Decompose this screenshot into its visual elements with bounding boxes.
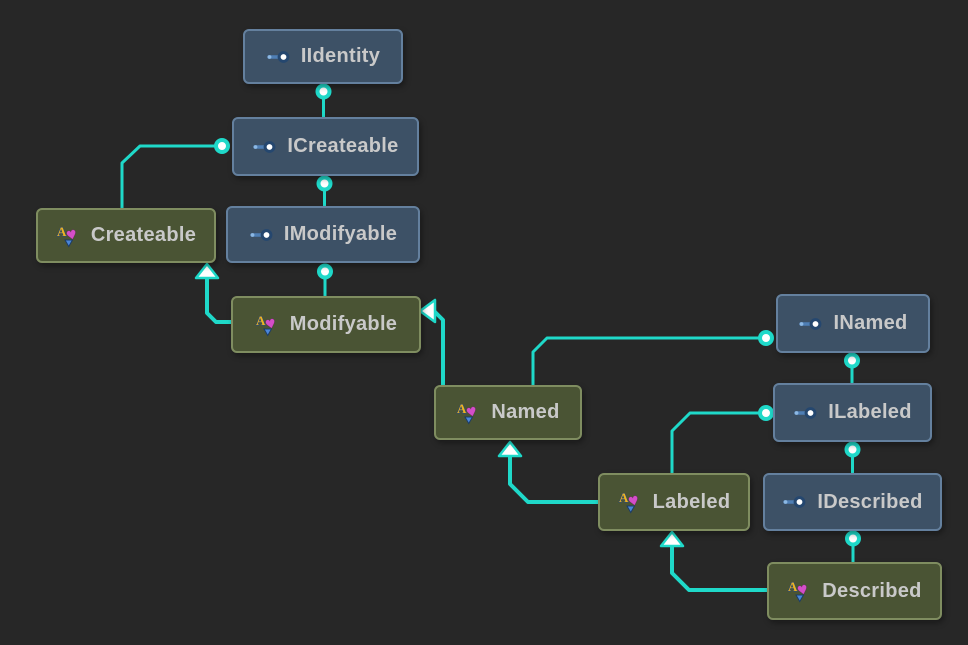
class-icon: A♥: [255, 312, 281, 338]
edge-createable-icreateable: [120, 144, 222, 208]
svg-text:♥: ♥: [626, 493, 640, 509]
node-label: INamed: [833, 312, 908, 334]
port-icreateable-left: [214, 138, 230, 154]
node-label: Modifyable: [289, 313, 398, 335]
interface-icon: [782, 494, 808, 510]
interface-icon: [249, 227, 275, 243]
port-inamed-bottom: [844, 352, 860, 369]
node-idescribed[interactable]: IDescribed: [763, 473, 942, 531]
node-label: IModifyable: [283, 223, 398, 245]
arrowhead-to-named: [497, 440, 523, 458]
node-labeled[interactable]: A♥ Labeled: [598, 473, 750, 531]
port-idescribed-bottom: [845, 530, 861, 547]
svg-text:♥: ♥: [465, 403, 479, 419]
node-modifyable[interactable]: A♥ Modifyable: [231, 296, 421, 353]
port-ilabeled-left: [758, 405, 774, 421]
class-icon: A♥: [56, 223, 82, 249]
arrowhead-to-labeled: [659, 530, 685, 548]
node-iidentity[interactable]: IIdentity: [243, 29, 403, 84]
arrowhead-to-modifyable: [418, 298, 437, 324]
node-label: Described: [822, 579, 922, 602]
class-icon: A♥: [787, 578, 813, 604]
node-named[interactable]: A♥ Named: [434, 385, 582, 440]
node-label: Labeled: [652, 490, 731, 513]
interface-icon: [266, 49, 292, 65]
node-label: Createable: [90, 224, 197, 246]
svg-text:♥: ♥: [65, 226, 79, 242]
node-label: ICreateable: [287, 135, 399, 157]
svg-text:A: A: [57, 224, 67, 239]
node-described[interactable]: A♥ Described: [767, 562, 942, 620]
port-iidentity-bottom: [315, 83, 332, 100]
port-imodifyable-bottom: [317, 263, 333, 280]
svg-text:A: A: [788, 579, 798, 594]
edge-labeled-named: [508, 456, 598, 504]
edge-described-labeled: [670, 546, 767, 592]
svg-text:A: A: [619, 490, 629, 505]
class-icon: A♥: [618, 489, 644, 515]
port-icreateable-bottom: [316, 175, 333, 192]
edge-named-inamed: [531, 336, 766, 385]
edge-labeled-ilabeled: [670, 411, 766, 473]
node-label: IIdentity: [300, 45, 381, 67]
node-label: IDescribed: [817, 490, 923, 513]
port-ilabeled-bottom: [844, 441, 861, 458]
svg-text:A: A: [256, 313, 266, 328]
edge-modifyable-createable: [205, 277, 231, 324]
svg-text:♥: ♥: [796, 582, 810, 598]
node-icreateable[interactable]: ICreateable: [232, 117, 419, 176]
node-inamed[interactable]: INamed: [776, 294, 930, 353]
node-ilabeled[interactable]: ILabeled: [773, 383, 932, 442]
node-createable[interactable]: A♥ Createable: [36, 208, 216, 263]
svg-text:♥: ♥: [263, 315, 277, 331]
node-label: Named: [491, 401, 560, 423]
interface-icon: [793, 405, 819, 421]
arrowhead-to-createable: [194, 262, 220, 280]
interface-icon: [252, 139, 278, 155]
svg-text:A: A: [457, 401, 467, 416]
class-icon: A♥: [456, 400, 482, 426]
port-inamed-left: [758, 330, 774, 346]
node-imodifyable[interactable]: IModifyable: [226, 206, 420, 263]
interface-icon: [798, 316, 824, 332]
node-label: ILabeled: [828, 401, 912, 423]
